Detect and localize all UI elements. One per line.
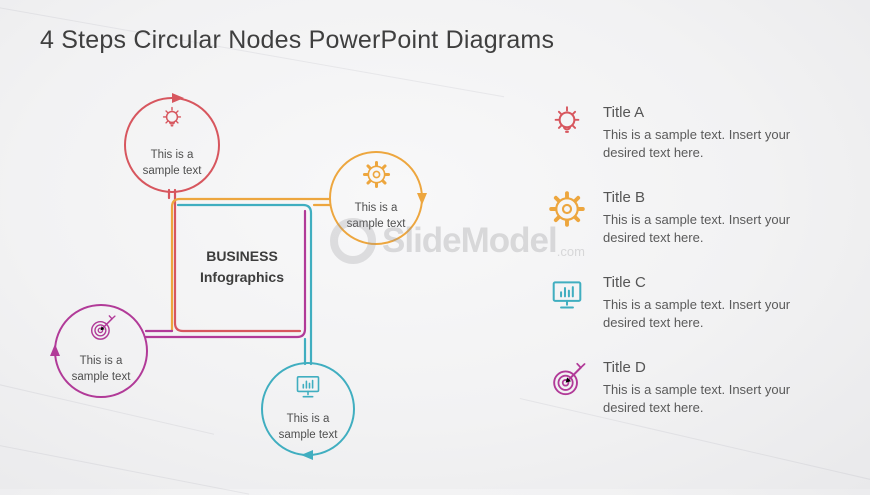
legend-icon-box [548,104,588,168]
bar-chart-monitor-icon [296,376,320,398]
legend-icon-box [548,359,588,423]
legend-item-c: Title C This is a sample text. Insert yo… [548,274,798,338]
legend-text-block: Title A This is a sample text. Insert yo… [603,104,795,168]
node-d-label: This is a sample text [46,353,156,385]
node-a-label: This is a sample text [117,147,227,179]
target-icon [90,315,116,340]
slidemodel-ring-logo [330,218,376,264]
lightbulb-icon [162,106,182,127]
legend-item-description: This is a sample text. Insert your desir… [603,297,791,330]
node-c-label-line2: sample text [278,429,338,441]
node-d [50,209,307,398]
legend-item-a: Title A This is a sample text. Insert yo… [548,104,798,168]
target-icon [553,362,586,396]
legend-item-description: This is a sample text. Insert your desir… [603,382,791,415]
node-c-connector [176,203,313,366]
legend-icon-box [548,189,588,253]
node-c-label-line1: This is a [286,413,330,425]
node-d-label-line1: This is a [79,355,123,367]
legend-text-block: Title C This is a sample text. Insert yo… [603,274,795,338]
gear-icon [362,160,391,189]
legend-item-description: This is a sample text. Insert your desir… [603,127,791,160]
legend-item-description: This is a sample text. Insert your desir… [603,212,791,245]
center-title: BUSINESS Infographics [182,246,302,288]
node-d-label-line2: sample text [71,371,131,383]
node-d-connector [144,209,307,339]
node-c-label: This is a sample text [253,411,363,443]
center-title-line2: Infographics [199,269,284,285]
clockwise-arrow-icon [172,93,184,103]
node-a [124,93,302,333]
bar-chart-monitor-icon [552,281,582,309]
legend-icon-box [548,274,588,338]
legend-text-block: Title B This is a sample text. Insert yo… [603,189,795,253]
clockwise-arrow-icon [417,193,427,205]
center-title-line1: BUSINESS [206,248,278,264]
lightbulb-icon [554,106,580,133]
watermark: SlideModel .com [330,218,585,264]
legend-text-block: Title D This is a sample text. Insert yo… [603,359,795,423]
legend-item-title: Title D [603,359,646,376]
watermark-text: SlideModel [382,221,558,260]
node-b-label-line1: This is a [354,202,398,214]
clockwise-arrow-icon [301,450,313,460]
legend-item-title: Title B [603,189,645,206]
legend-item-d: Title D This is a sample text. Insert yo… [548,359,798,423]
legend-item-title: Title C [603,274,646,291]
clockwise-arrow-icon [50,344,60,356]
slide-title: 4 Steps Circular Nodes PowerPoint Diagra… [40,26,555,54]
node-c [176,203,355,460]
node-b [170,151,427,333]
watermark-suffix: .com [556,244,585,259]
legend: Title A This is a sample text. Insert yo… [548,104,798,444]
gear-icon [549,191,585,227]
legend-item-title: Title A [603,104,645,121]
node-a-label-line1: This is a [150,149,194,161]
node-b-connector [170,197,332,333]
node-a-label-line2: sample text [142,165,202,177]
legend-item-b: Title B This is a sample text. Insert yo… [548,189,798,253]
